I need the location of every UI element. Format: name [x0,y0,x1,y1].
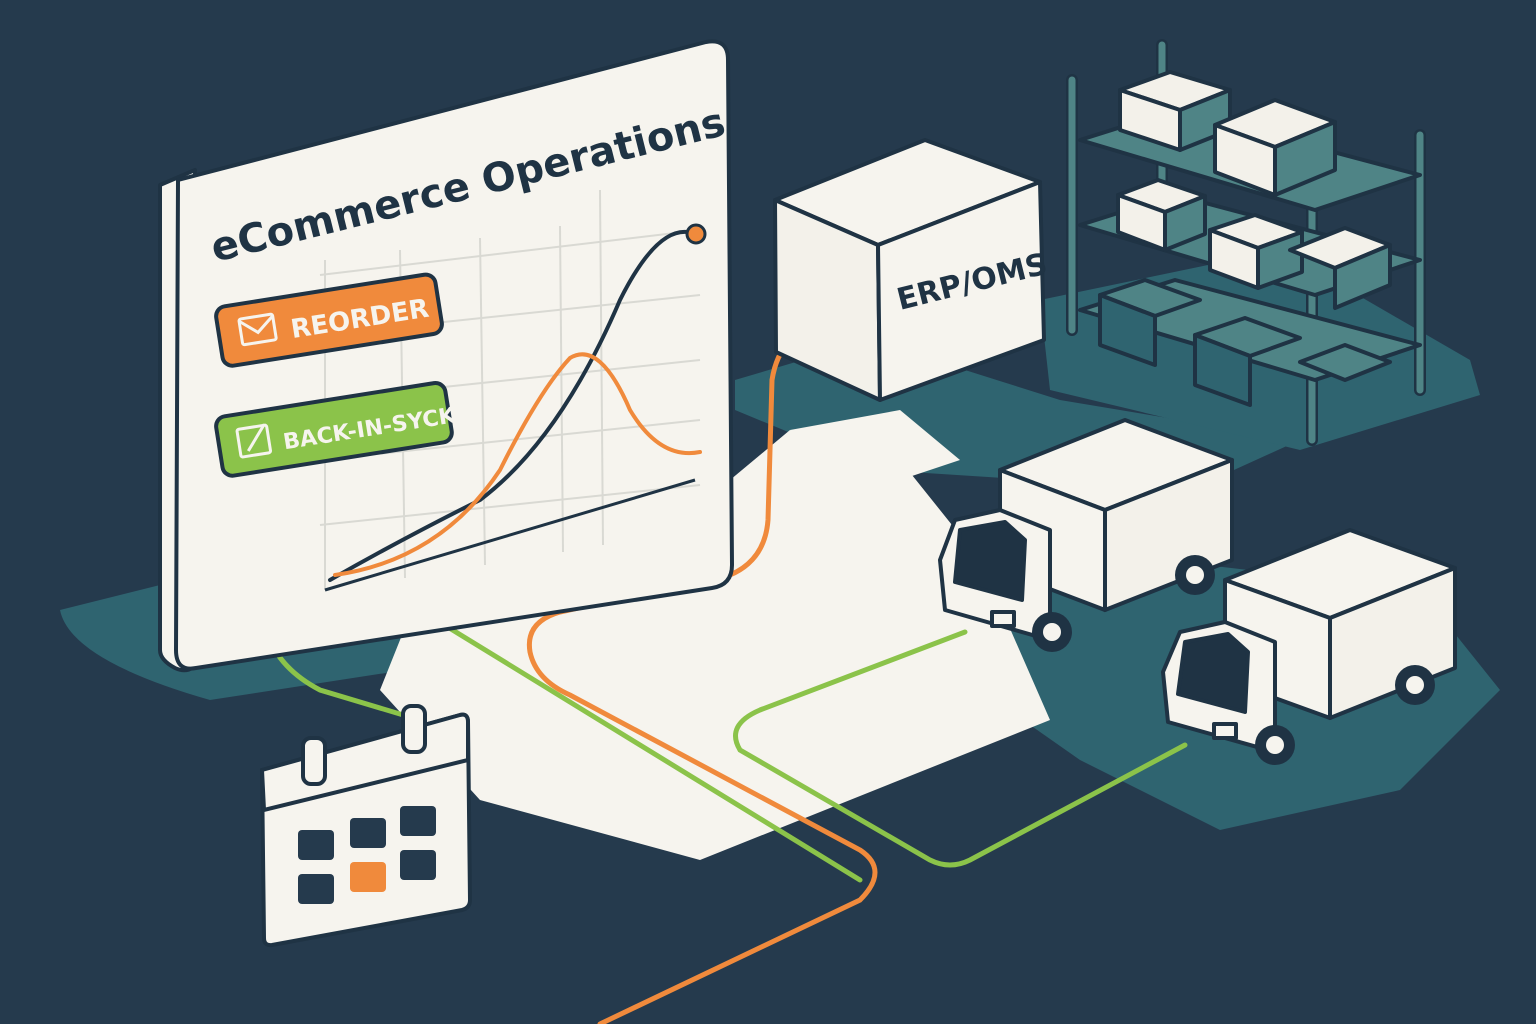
cream-walkway [380,430,1050,860]
back-in-stock-button[interactable]: BACK-IN-SYCK [214,380,461,478]
calendar-icon [259,704,472,948]
envelope-icon [237,312,278,347]
delivery-truck-icon [938,418,1457,765]
erp-box-right [876,180,1046,402]
cream-walkway-strip [790,410,960,480]
chart-line-dark-endpoint [685,223,707,245]
erp-oms-box: ERP/OMS [773,138,1051,402]
dashboard-panel: eCommerce Operations REORDER BACK-IN-SYC… [158,39,734,673]
chart-line-dark [328,230,697,582]
warehouse-shelf-icon [1066,39,1426,446]
green-flow-line-main [417,607,863,883]
chart-line-orange [333,352,702,577]
orange-flow-line [526,321,878,1024]
edit-note-icon [235,423,273,459]
chart-x-axis [324,478,696,592]
reorder-button[interactable]: REORDER [214,272,444,368]
green-flow-line-truck-1 [733,629,1188,868]
